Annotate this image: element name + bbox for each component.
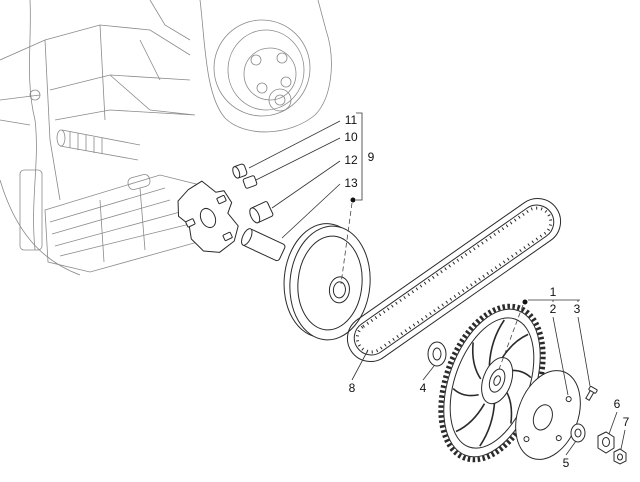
cover-plate-center-hole <box>532 404 553 431</box>
fan-hub <box>481 357 514 405</box>
washer-outer <box>427 341 447 367</box>
callout-labels: 11 10 12 13 9 8 4 1 2 3 5 6 7 <box>344 113 629 470</box>
clutch-hole <box>276 52 288 64</box>
bracket-9-dot <box>350 197 356 203</box>
pulley-hub-bore <box>332 281 346 299</box>
pulley-face <box>289 225 371 341</box>
slider-pad <box>216 194 227 205</box>
nut-bore <box>617 453 623 461</box>
pulley-groove <box>297 235 363 331</box>
movable-pulley-half <box>283 223 371 341</box>
leader-3 <box>577 316 591 387</box>
nut-6 <box>597 431 615 454</box>
clutch-hole <box>280 76 292 88</box>
part-callout-2: 2 <box>550 302 557 316</box>
washer-inner <box>432 347 442 361</box>
belt-teeth <box>355 206 553 354</box>
belt-outer-edge <box>346 197 562 363</box>
clutch-bell-rim <box>227 29 305 111</box>
cover-plate-hole <box>565 396 572 403</box>
ramp-plate-hub <box>199 207 217 229</box>
side-component <box>19 169 43 251</box>
part-callout-8: 8 <box>349 381 356 395</box>
roller-end <box>232 166 241 179</box>
screw-3 <box>585 385 598 402</box>
belt-inner-edge <box>353 204 555 356</box>
fan-hub-inner <box>488 368 506 393</box>
leader-12 <box>271 160 341 209</box>
slider-pad <box>222 231 233 242</box>
part-callout-6: 6 <box>614 397 621 411</box>
leader-8 <box>351 349 369 381</box>
part-callout-13: 13 <box>344 176 358 190</box>
clutch-hub-nut <box>274 94 286 106</box>
washer-5 <box>570 423 586 443</box>
bushing-end <box>249 207 261 224</box>
slider-body <box>242 175 258 189</box>
part-callout-4: 4 <box>420 381 427 395</box>
part-callout-3: 3 <box>574 302 581 316</box>
sleeve-13 <box>241 228 286 262</box>
nut-bore <box>602 437 610 447</box>
clutch-hub <box>268 88 292 112</box>
oil-filler-cap <box>127 174 151 190</box>
cable <box>0 0 81 276</box>
leader-2 <box>552 316 569 396</box>
screw-head <box>588 385 598 394</box>
clutch-cover-outline <box>199 0 332 133</box>
case-frame <box>0 0 196 201</box>
washer-outer <box>570 423 586 443</box>
part-callout-5: 5 <box>563 456 570 470</box>
leader-5 <box>565 440 577 456</box>
nut-body <box>597 431 615 454</box>
slider-pad <box>185 218 196 228</box>
bushing-12 <box>249 201 274 224</box>
clutch-drum <box>243 47 297 101</box>
drive-shaft-end <box>56 129 66 147</box>
part-callout-9: 9 <box>368 150 375 164</box>
washer-4 <box>427 341 447 367</box>
ramp-plate <box>177 180 239 253</box>
leader-6 <box>608 411 618 435</box>
drive-belt <box>346 197 562 363</box>
part-callout-11: 11 <box>345 113 358 127</box>
pulley-hub <box>328 276 350 304</box>
part-callout-12: 12 <box>344 153 358 167</box>
part-callout-10: 10 <box>344 130 358 144</box>
sleeve-end <box>241 228 253 246</box>
engine-casing <box>0 0 332 276</box>
leader-4 <box>422 365 435 381</box>
nut-7 <box>613 448 627 465</box>
part-callout-1: 1 <box>550 285 557 299</box>
cover-plate-hole <box>523 436 530 443</box>
sensor <box>29 89 41 101</box>
fan-hub-bore <box>493 375 501 386</box>
leader-9-centerline <box>340 202 353 285</box>
bracket-1-dot <box>522 299 528 305</box>
bracket-9 <box>356 112 363 201</box>
leader-lines <box>248 112 626 456</box>
cover-plate-hole <box>555 435 562 442</box>
fan-blades <box>452 319 532 447</box>
leader-11 <box>248 120 341 169</box>
ribbed-lower-case <box>44 174 206 273</box>
roller-11 <box>232 163 248 179</box>
nut-body <box>613 448 627 465</box>
leader-7 <box>620 429 626 450</box>
drive-shaft <box>59 129 141 161</box>
leader-10 <box>255 137 341 181</box>
clutch-hole <box>256 82 268 94</box>
slider-10 <box>242 175 258 189</box>
leader-13 <box>281 183 341 239</box>
clutch-hole <box>250 54 262 66</box>
bracket-1 <box>528 299 580 302</box>
leader-1-centerline <box>497 304 524 373</box>
washer-inner <box>574 428 582 438</box>
clutch-bell-outer <box>213 19 311 117</box>
part-callout-7: 7 <box>623 415 630 429</box>
